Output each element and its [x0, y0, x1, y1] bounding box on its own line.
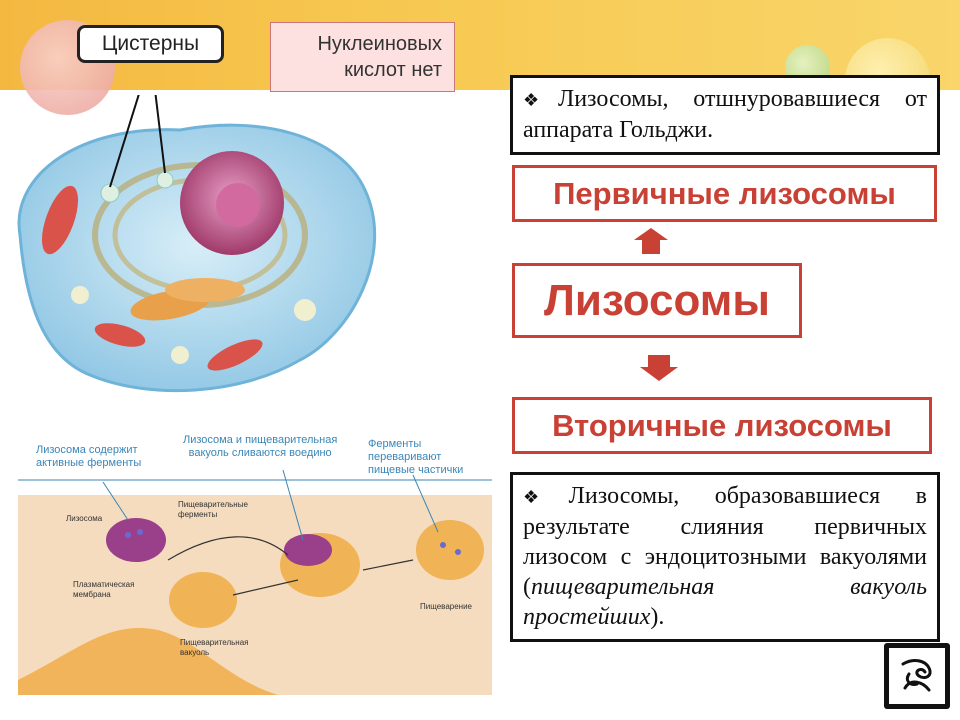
mitochondrion	[41, 185, 79, 255]
process-drawing	[18, 469, 492, 695]
arrow-up-icon	[634, 228, 668, 254]
cell-illustration	[17, 95, 377, 393]
label-enzymes: Пищеварительные ферменты	[178, 500, 248, 519]
cisterns-label: Цистерны	[77, 25, 224, 63]
label-lysosome: Лизосома	[66, 514, 103, 523]
logo-glyph-icon	[901, 659, 932, 692]
arrow-down-icon	[640, 355, 678, 381]
caption-fusion: Лизосома и пищеварительная вакуоль слива…	[183, 434, 338, 459]
caption-digest: Ферменты переваривают пищевые частички	[368, 438, 464, 476]
caption-lysosome-enzymes: Лизосома содержит активные ферменты	[36, 444, 142, 469]
digestion-shape	[416, 520, 484, 580]
vacuole-shape	[169, 572, 237, 628]
pointer-line-1	[109, 95, 140, 188]
lysosomes-heading: Лизосомы	[512, 263, 802, 338]
primary-definition: ❖Лизосомы, отшнуровавшиеся от аппарата Г…	[510, 75, 940, 155]
nucleic-acids-label: Нуклеиновых кислот нет	[270, 22, 455, 92]
secondary-lysosomes-heading: Вторичные лизосомы	[512, 397, 932, 454]
lysosome-process-diagram: Лизосома содержит активные ферменты Лизо…	[18, 420, 492, 695]
logo-icon[interactable]	[884, 643, 950, 709]
diamond-bullet-icon: ❖	[523, 90, 558, 110]
label-membrane: Плазматическая мембрана	[73, 580, 135, 599]
pointer-line-2	[154, 95, 166, 174]
label-vacuole: Пищеварительная вакуоль	[180, 638, 249, 657]
primary-lysosomes-heading: Первичные лизосомы	[512, 165, 937, 222]
lysosome-shape	[106, 518, 166, 562]
secondary-definition: ❖Лизосомы, образовавшиеся в результате с…	[510, 472, 940, 642]
nucleolus	[216, 183, 260, 227]
diamond-bullet-icon: ❖	[523, 487, 569, 507]
plasma-membrane	[18, 628, 278, 695]
label-digestion: Пищеварение	[420, 602, 473, 611]
